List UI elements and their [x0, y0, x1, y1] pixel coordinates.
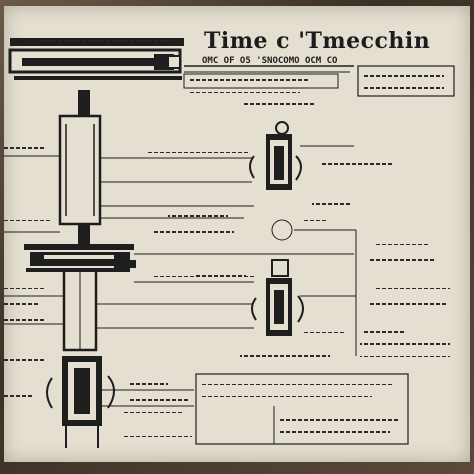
- gauge-middle: [251, 259, 304, 336]
- diagram-subtitle: OMC OF O5 'SNOCOMO OCM CO: [202, 56, 338, 66]
- annotation-box-top-right: [357, 65, 455, 97]
- machine-schematic: [4, 38, 455, 448]
- leader-lines: [4, 145, 357, 407]
- middle-barrel: [24, 244, 136, 272]
- gauge-upper: [249, 121, 302, 190]
- central-column: [58, 90, 102, 352]
- gauge-lower: [46, 356, 115, 448]
- diagram-title: Time c 'Tmecchin: [204, 28, 431, 54]
- blueprint-sheet: Time c 'Tmecchin OMC OF O5 'SNOCOMO OCM …: [4, 6, 470, 462]
- illegible-labels: [4, 40, 450, 439]
- annotation-box-bottom: [195, 373, 409, 445]
